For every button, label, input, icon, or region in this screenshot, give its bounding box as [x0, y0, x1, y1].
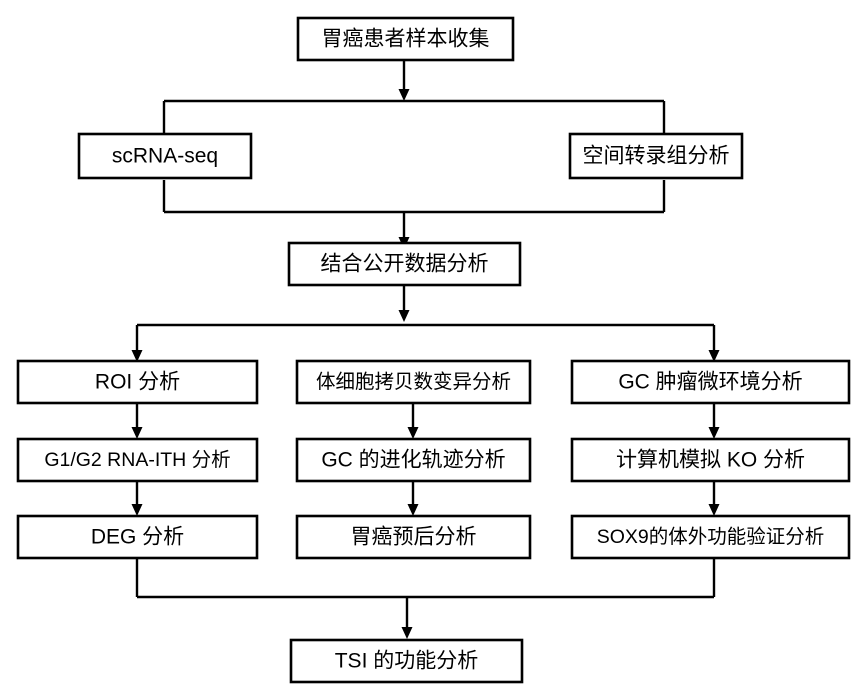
node-label: G1/G2 RNA-ITH 分析	[44, 449, 230, 471]
node-scrna-seq[interactable]: scRNA-seq	[77, 132, 253, 180]
node-label: scRNA-seq	[112, 145, 218, 168]
node-deg-analysis[interactable]: DEG 分析	[16, 514, 259, 560]
arrowhead-n9-n12	[407, 504, 419, 516]
node-sample-collection[interactable]: 胃癌患者样本收集	[296, 16, 515, 62]
node-box[interactable]	[289, 638, 524, 684]
node-label: ROI 分析	[95, 371, 180, 394]
arrowhead-n4-bus	[398, 310, 410, 322]
node-box[interactable]	[570, 437, 851, 483]
node-label: DEG 分析	[91, 526, 184, 549]
node-box[interactable]	[295, 359, 532, 405]
node-box[interactable]	[16, 359, 259, 405]
node-gc-prognosis-analysis[interactable]: 胃癌预后分析	[295, 514, 532, 560]
arrowhead-n8-n11	[131, 504, 143, 516]
arrowhead-bus-n14	[401, 627, 413, 639]
node-label: GC 肿瘤微环境分析	[618, 371, 802, 394]
arrowhead-n7-n10	[708, 427, 720, 439]
node-layer: 胃癌患者样本收集 scRNA-seq 空间转录组分析 结合公开数据分析 ROI …	[16, 16, 851, 684]
node-gc-tme-analysis[interactable]: GC 肿瘤微环境分析	[570, 359, 851, 405]
node-label: 结合公开数据分析	[321, 253, 489, 276]
node-tsi-functional-analysis[interactable]: TSI 的功能分析	[289, 638, 524, 684]
node-box[interactable]	[295, 437, 532, 483]
node-box[interactable]	[570, 359, 851, 405]
arrowhead-n6-n9	[407, 427, 419, 439]
node-sox9-invitro-validation[interactable]: SOX9的体外功能验证分析	[570, 514, 851, 560]
connector-layer	[131, 60, 720, 639]
node-label: 胃癌患者样本收集	[322, 28, 490, 51]
node-box[interactable]	[16, 437, 259, 483]
node-in-silico-ko-analysis[interactable]: 计算机模拟 KO 分析	[570, 437, 851, 483]
node-label: 计算机模拟 KO 分析	[616, 449, 805, 472]
arrowhead-n1-bus	[398, 89, 410, 101]
arrowhead-n5-n8	[131, 427, 143, 439]
node-box[interactable]	[295, 514, 532, 560]
node-public-data-integration[interactable]: 结合公开数据分析	[287, 241, 522, 287]
node-spatial-transcriptomics[interactable]: 空间转录组分析	[568, 132, 744, 180]
node-box[interactable]	[568, 132, 744, 180]
node-g1g2-rna-ith-analysis[interactable]: G1/G2 RNA-ITH 分析	[16, 437, 259, 483]
node-box[interactable]	[296, 16, 515, 62]
node-label: SOX9的体外功能验证分析	[597, 526, 825, 548]
node-box[interactable]	[16, 514, 259, 560]
arrowhead-n10-n13	[708, 504, 720, 516]
node-somatic-cnv-analysis[interactable]: 体细胞拷贝数变异分析	[295, 359, 532, 405]
node-label: 体细胞拷贝数变异分析	[316, 371, 511, 393]
arrowhead-bus-n5	[131, 350, 143, 362]
node-label: 胃癌预后分析	[351, 526, 477, 549]
node-label: TSI 的功能分析	[335, 650, 479, 673]
node-box[interactable]	[570, 514, 851, 560]
node-gc-evolution-trajectory[interactable]: GC 的进化轨迹分析	[295, 437, 532, 483]
node-label: GC 的进化轨迹分析	[321, 449, 505, 472]
node-label: 空间转录组分析	[583, 145, 730, 168]
node-roi-analysis[interactable]: ROI 分析	[16, 359, 259, 405]
node-box[interactable]	[77, 132, 253, 180]
node-box[interactable]	[287, 241, 522, 287]
arrowhead-bus-n7	[708, 350, 720, 362]
